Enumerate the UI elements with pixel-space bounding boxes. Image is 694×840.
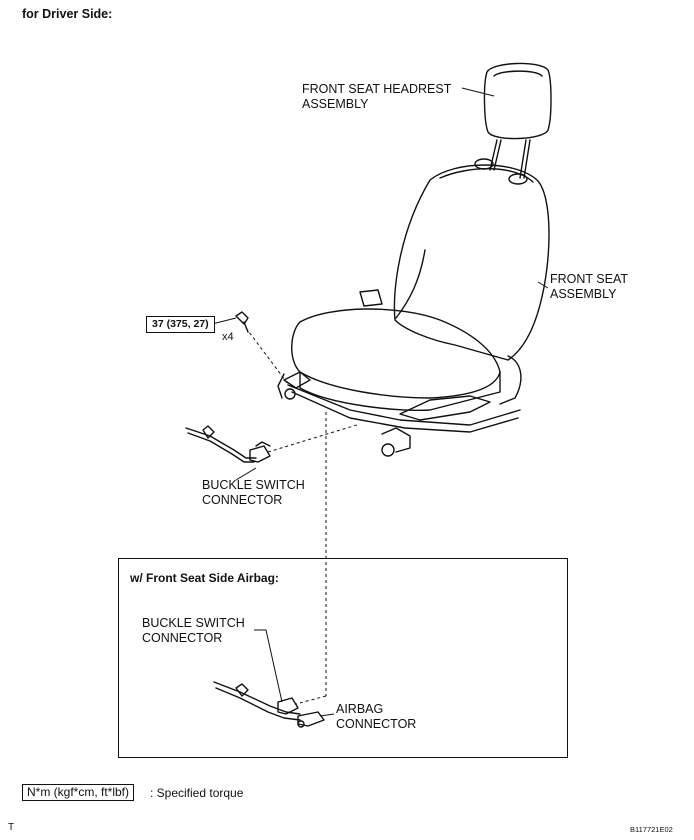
seat-label-line1: FRONT SEAT: [550, 272, 629, 286]
inset-buckle-label-line2: CONNECTOR: [142, 631, 223, 645]
headrest-illustration: [483, 62, 552, 179]
cushion-illustration: [291, 308, 522, 412]
buckle-label-line2: CONNECTOR: [202, 493, 283, 507]
legend-unit-box: N*m (kgf*cm, ft*lbf): [22, 784, 135, 801]
buckle-harness-illustration: [185, 425, 271, 463]
footer-mark: T: [8, 822, 15, 833]
legend-description: : Specified torque: [150, 786, 244, 800]
airbag-inset-frame: [118, 558, 568, 758]
figure-code: B117721E02: [630, 825, 673, 834]
buckle-label-line1: BUCKLE SWITCH: [202, 478, 305, 492]
seat-label-line2: ASSEMBLY: [550, 287, 617, 301]
headrest-label-line1: FRONT SEAT HEADREST: [302, 82, 452, 96]
bolt-count: x4: [222, 331, 234, 343]
airbag-label-line2: CONNECTOR: [336, 717, 417, 731]
seat-frame-illustration: [277, 371, 521, 457]
inset-harness-illustration: [213, 681, 325, 728]
inset-buckle-label-line1: BUCKLE SWITCH: [142, 616, 245, 630]
seatback-illustration: [359, 158, 550, 361]
airbag-label-line1: AIRBAG: [336, 702, 384, 716]
page-header: for Driver Side:: [22, 7, 113, 21]
torque-value-box: 37 (375, 27): [146, 316, 215, 333]
headrest-label-line2: ASSEMBLY: [302, 97, 369, 111]
inset-title: w/ Front Seat Side Airbag:: [130, 571, 279, 585]
